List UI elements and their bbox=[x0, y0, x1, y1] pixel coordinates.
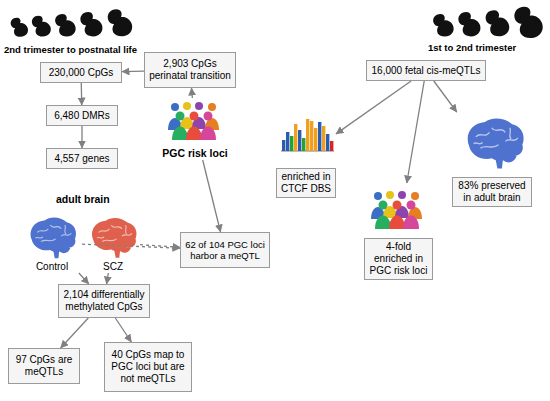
dashed-arrow bbox=[82, 244, 180, 248]
fetus-icon bbox=[11, 18, 28, 37]
node-text: PGC risk loci bbox=[162, 147, 227, 160]
count-box: 62 of 104 PGC loci harbor a meQTL bbox=[180, 232, 270, 268]
heading-label: adult brain bbox=[56, 193, 110, 206]
heading-label: 2nd trimester to postnatal life bbox=[4, 44, 137, 55]
flow-arrow bbox=[122, 70, 144, 72]
flow-arrow bbox=[81, 83, 83, 105]
node-text: 4-fold enriched in PGC risk loci bbox=[364, 238, 433, 280]
fetus-icon bbox=[55, 14, 75, 37]
fetus-icon bbox=[433, 14, 453, 37]
brain-group: SCZ bbox=[86, 213, 140, 273]
heading-label: 1st to 2nd trimester bbox=[428, 42, 516, 53]
motif-letter bbox=[318, 122, 321, 151]
flow-arrow bbox=[61, 318, 89, 348]
count-box: 230,000 CpGs bbox=[40, 62, 122, 83]
flow-arrow bbox=[81, 126, 82, 148]
motif-logo bbox=[281, 119, 334, 151]
flow-arrow bbox=[203, 160, 221, 232]
flow-arrow bbox=[191, 88, 193, 98]
fetus-icon bbox=[108, 9, 132, 36]
node-text: SCZ bbox=[103, 261, 123, 273]
node-text: 97 CpGs are meQTLs bbox=[12, 354, 76, 378]
motif-letter bbox=[314, 128, 317, 151]
finding-box: 83% preserved in adult brain bbox=[452, 112, 532, 207]
finding-box: 4-fold enriched in PGC risk loci bbox=[364, 183, 433, 280]
node-text: 2,104 differentially methylated CpGs bbox=[62, 289, 146, 313]
node-text: 2,903 CpGs perinatal transition bbox=[148, 58, 232, 82]
fetus-icon bbox=[32, 16, 51, 37]
people-icon bbox=[371, 191, 422, 229]
node-text: 230,000 CpGs bbox=[49, 67, 114, 79]
motif-letter bbox=[302, 138, 305, 151]
motif-letter bbox=[322, 126, 325, 151]
flow-arrow bbox=[336, 81, 411, 134]
flow-arrow bbox=[107, 273, 109, 284]
node-text: 16,000 fetal cis-meQTLs bbox=[372, 65, 481, 77]
risk-loci-group: PGC risk loci bbox=[150, 98, 240, 160]
fetus-icon bbox=[458, 12, 480, 36]
brain-icon bbox=[468, 118, 524, 168]
brain-icon bbox=[92, 218, 136, 258]
motif-letter bbox=[282, 140, 285, 151]
count-box: 40 CpGs map to PGC loci but are not meQT… bbox=[104, 342, 192, 392]
node-text: enriched in CTCF DBS bbox=[276, 168, 336, 198]
fetus-icon bbox=[80, 12, 102, 36]
fetus-icon bbox=[486, 10, 510, 36]
fetus-icon bbox=[514, 7, 542, 38]
node-text: 4,557 genes bbox=[54, 153, 109, 165]
motif-letter bbox=[298, 130, 301, 151]
motif-letter bbox=[290, 136, 293, 151]
flow-arrow bbox=[79, 273, 89, 284]
dashed-arrow bbox=[140, 245, 180, 248]
brain-icon bbox=[31, 217, 76, 258]
motif-letter bbox=[286, 132, 289, 151]
node-text: 40 CpGs map to PGC loci but are not meQT… bbox=[108, 349, 188, 385]
count-box: 2,903 CpGs perinatal transition bbox=[144, 52, 236, 88]
brain-group: Control bbox=[22, 213, 82, 273]
motif-letter bbox=[330, 141, 333, 151]
count-box: 16,000 fetal cis-meQTLs bbox=[366, 60, 486, 81]
flow-arrow bbox=[115, 318, 131, 342]
motif-letter bbox=[294, 124, 297, 151]
node-text: 83% preserved in adult brain bbox=[452, 177, 532, 207]
node-text: 62 of 104 PGC loci harbor a meQTL bbox=[184, 239, 266, 262]
node-text: 6,480 DMRs bbox=[54, 110, 110, 122]
count-box: 2,104 differentially methylated CpGs bbox=[58, 284, 150, 318]
flow-arrow bbox=[434, 81, 457, 112]
finding-box: enriched in CTCF DBS bbox=[276, 112, 336, 198]
flow-arrow bbox=[407, 81, 424, 183]
motif-letter bbox=[306, 119, 309, 151]
people-icon bbox=[168, 102, 219, 140]
motif-letter bbox=[310, 121, 313, 151]
motif-letter bbox=[326, 134, 329, 151]
node-text: Control bbox=[36, 261, 68, 273]
count-box: 4,557 genes bbox=[46, 148, 118, 169]
count-box: 97 CpGs are meQTLs bbox=[8, 348, 80, 384]
count-box: 6,480 DMRs bbox=[46, 105, 118, 126]
